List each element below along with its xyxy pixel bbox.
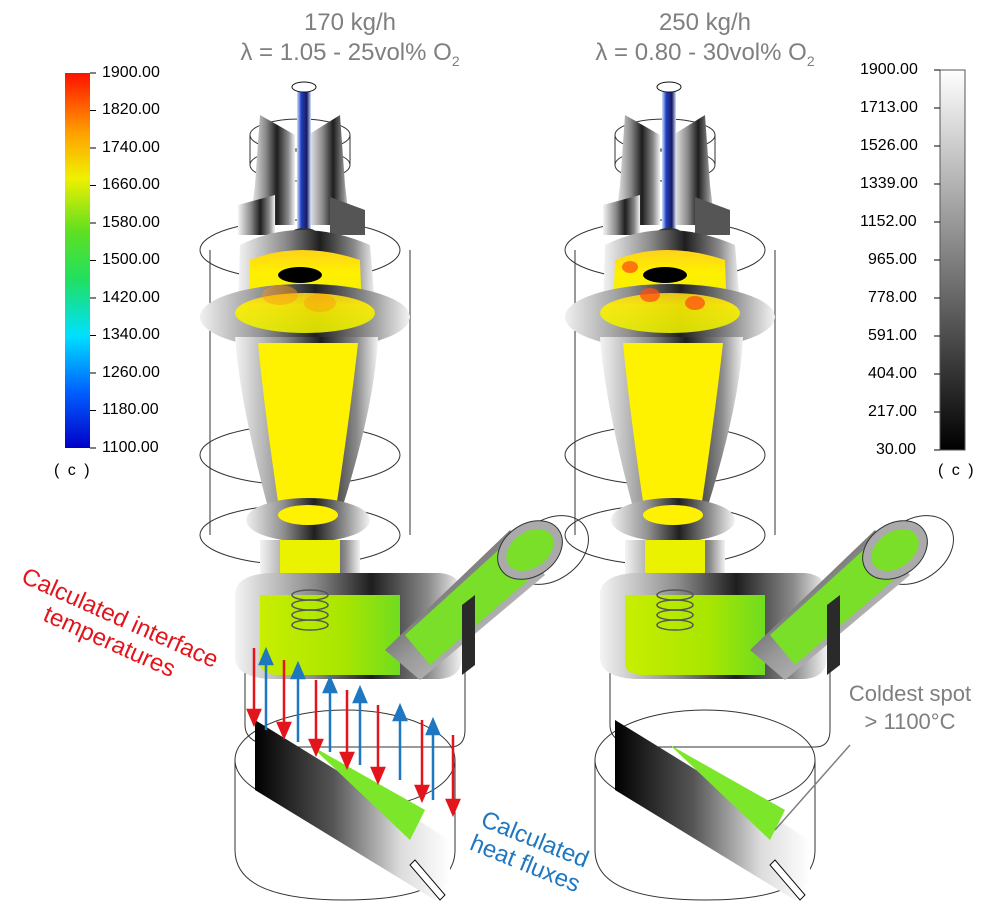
coldest-spot-pointer — [774, 744, 851, 831]
gray-tick: 404.00 — [868, 365, 917, 382]
color-scale-bar — [65, 73, 90, 448]
gray-legend-unit: ( c ) — [938, 462, 976, 479]
gray-tick: 30.00 — [876, 441, 917, 458]
color-tick: 1100.00 — [102, 439, 159, 456]
reactor-panel-1 — [199, 81, 603, 748]
panel-2-subscript: 2 — [806, 52, 815, 69]
gray-tick: 965.00 — [868, 251, 917, 268]
coldest-label-line1: Coldest spot — [848, 681, 972, 706]
panel-1-title: 170 kg/h λ = 1.05 - 25vol% O2 — [215, 8, 485, 76]
color-tick: 1660.00 — [102, 176, 160, 193]
color-tick: 1740.00 — [102, 139, 160, 156]
color-tick: 1340.00 — [102, 326, 160, 343]
color-tick: 1260.00 — [102, 364, 160, 381]
gray-scale-ticks — [934, 69, 940, 451]
gray-tick: 778.00 — [868, 289, 917, 306]
coldest-spot-label: Coldest spot > 1100°C — [830, 680, 990, 736]
panel-2-title: 250 kg/h λ = 0.80 - 30vol% O2 — [570, 8, 840, 76]
color-scale-ticks — [90, 72, 96, 449]
gray-tick: 1713.00 — [860, 99, 918, 116]
gray-tick: 1152.00 — [860, 213, 917, 230]
heat-flux-arrows — [246, 646, 461, 818]
color-tick: 1820.00 — [102, 101, 160, 118]
color-tick: 1900.00 — [102, 64, 160, 81]
color-tick: 1180.00 — [102, 401, 159, 418]
panel-1-rate: 170 kg/h — [303, 9, 397, 36]
panel-2-lambda: λ = 0.80 - 30vol% O — [595, 39, 807, 66]
gray-tick: 217.00 — [868, 403, 917, 420]
color-tick: 1420.00 — [102, 289, 160, 306]
color-legend-unit: ( c ) — [54, 462, 92, 479]
gray-tick: 1526.00 — [860, 137, 918, 154]
gray-scale-bar — [939, 69, 966, 451]
panel-1-lambda: λ = 1.05 - 25vol% O — [240, 39, 452, 66]
panel-1-subscript: 2 — [451, 52, 460, 69]
color-tick: 1580.00 — [102, 214, 160, 231]
gray-tick: 1339.00 — [860, 175, 918, 192]
gray-tick: 1900.00 — [860, 61, 918, 78]
color-tick: 1500.00 — [102, 251, 160, 268]
slice-panel-2 — [594, 709, 816, 901]
panel-2-rate: 250 kg/h — [658, 9, 752, 36]
coldest-label-line2: > 1100°C — [864, 709, 956, 734]
reactor-panel-2 — [564, 81, 968, 748]
gray-tick: 591.00 — [868, 327, 917, 344]
